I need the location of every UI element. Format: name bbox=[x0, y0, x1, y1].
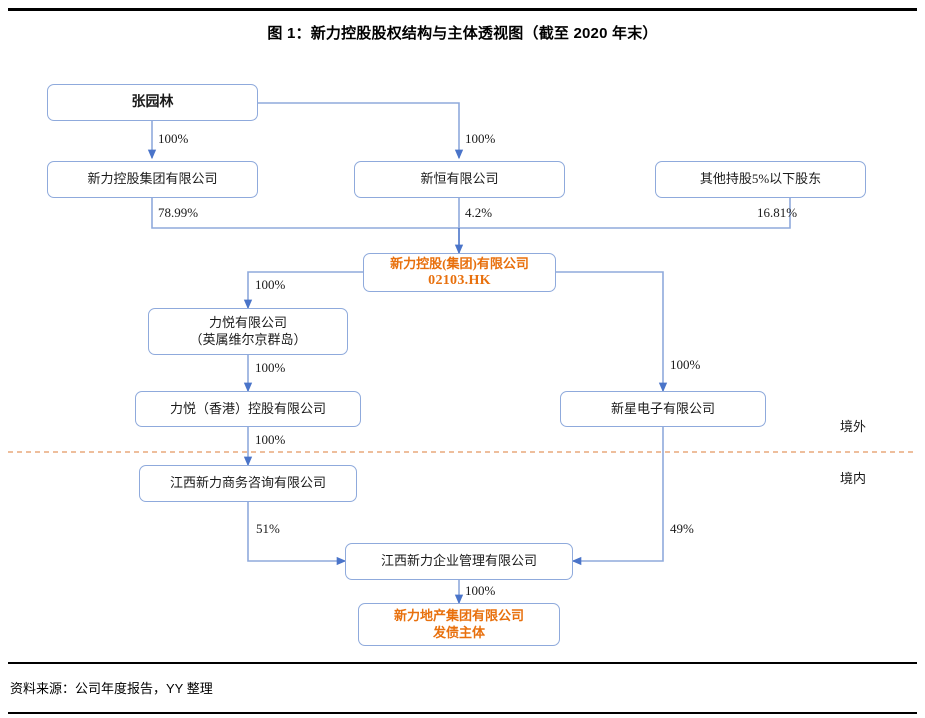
edge-label-zhang-to-xinheng: 100% bbox=[465, 131, 496, 146]
edge-label-xinxing-to-management: 49% bbox=[670, 521, 694, 536]
node-xinli-real-estate[interactable]: 新力地产集团有限公司 发债主体 bbox=[358, 603, 560, 646]
header-rule bbox=[8, 8, 917, 11]
node-jiangxi-xinli-management[interactable]: 江西新力企业管理有限公司 bbox=[345, 543, 573, 580]
figure-title: 图 1：新力控股股权结构与主体透视图（截至 2020 年末） bbox=[267, 25, 658, 42]
node-xinli-holding-hk[interactable]: 新力控股(集团)有限公司 02103.HK bbox=[363, 253, 556, 292]
edge-label-hk-to-xinxing: 100% bbox=[670, 357, 701, 372]
ownership-structure-diagram: 张园林 新力控股集团有限公司 新恒有限公司 其他持股5%以下股东 新力控股(集团… bbox=[8, 84, 917, 646]
node-label: 江西新力企业管理有限公司 bbox=[380, 553, 537, 569]
edge-label-management-to-real-estate: 100% bbox=[465, 583, 496, 598]
node-label-secondary: （英属维尔京群岛） bbox=[189, 331, 307, 347]
node-label: 其他持股5%以下股东 bbox=[699, 171, 822, 187]
node-xinheng-ltd[interactable]: 新恒有限公司 bbox=[354, 161, 565, 198]
node-label: 新力控股(集团)有限公司 bbox=[390, 255, 529, 271]
node-liyue-bvi[interactable]: 力悦有限公司 （英属维尔京群岛） bbox=[148, 308, 348, 355]
node-label: 张园林 bbox=[131, 94, 174, 110]
node-label-secondary: 发债主体 bbox=[432, 624, 485, 640]
edge-label-holding-group-to-hk: 78.99% bbox=[158, 205, 199, 220]
label-onshore: 境内 bbox=[840, 471, 867, 486]
node-zhang-yuanlin[interactable]: 张园林 bbox=[47, 84, 258, 121]
source-note: 资料来源：公司年度报告，YY 整理 bbox=[10, 681, 213, 696]
edge-label-hk-to-liyue-bvi: 100% bbox=[255, 277, 286, 292]
label-offshore: 境外 bbox=[840, 419, 867, 434]
edge-label-liyue-hk-to-consulting: 100% bbox=[255, 432, 286, 447]
node-liyue-hk[interactable]: 力悦（香港）控股有限公司 bbox=[135, 391, 361, 427]
node-jiangxi-xinli-consulting[interactable]: 江西新力商务咨询有限公司 bbox=[139, 465, 357, 502]
node-label: 力悦有限公司 bbox=[208, 315, 287, 331]
node-label: 新星电子有限公司 bbox=[610, 400, 715, 416]
node-label: 新恒有限公司 bbox=[420, 171, 499, 187]
edge-label-consulting-to-management: 51% bbox=[256, 521, 280, 536]
footer-rule-top bbox=[8, 662, 917, 664]
node-other-shareholders[interactable]: 其他持股5%以下股东 bbox=[655, 161, 866, 198]
node-label: 江西新力商务咨询有限公司 bbox=[169, 475, 326, 491]
edge-label-zhang-to-holding-group: 100% bbox=[158, 131, 189, 146]
node-ticker: 02103.HK bbox=[428, 272, 491, 288]
node-label: 新力控股集团有限公司 bbox=[87, 171, 218, 187]
node-xinxing-electronics[interactable]: 新星电子有限公司 bbox=[560, 391, 766, 427]
node-xinli-holding-group[interactable]: 新力控股集团有限公司 bbox=[47, 161, 258, 198]
edge-label-others-to-hk: 16.81% bbox=[757, 205, 798, 220]
node-label: 力悦（香港）控股有限公司 bbox=[169, 400, 326, 416]
edge-label-xinheng-to-hk: 4.2% bbox=[465, 205, 493, 220]
edge-label-liyue-bvi-to-liyue-hk: 100% bbox=[255, 360, 286, 375]
node-label: 新力地产集团有限公司 bbox=[393, 608, 524, 624]
footer-rule-bottom bbox=[8, 712, 917, 714]
